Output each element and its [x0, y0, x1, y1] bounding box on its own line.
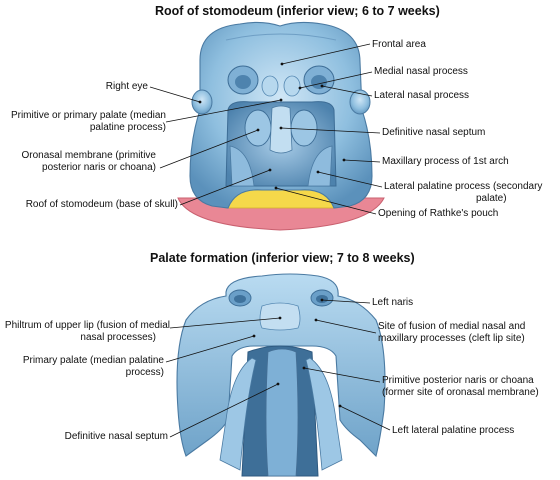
bottom-figure-title: Palate formation (inferior view; 7 to 8 …	[150, 251, 415, 265]
label-site-of-fusion-line1: Site of fusion of medial nasal and	[378, 321, 526, 332]
bottom-embryo-drawing	[176, 273, 386, 477]
label-posterior-naris-line2: (former site of oronasal membrane)	[382, 387, 539, 398]
label-philtrum-line2: nasal processes)	[80, 332, 156, 343]
label-roof-of-stomodeum: Roof of stomodeum (base of skull)	[25, 199, 178, 210]
label-primary-palate-line2: process)	[125, 367, 164, 378]
label-oronasal-membrane-line1: Oronasal membrane (primitive	[21, 150, 157, 161]
label-rathkes-pouch: Opening of Rathke's pouch	[378, 208, 499, 219]
top-figure-title: Roof of stomodeum (inferior view; 6 to 7…	[155, 4, 440, 18]
label-philtrum-line1: Philtrum of upper lip (fusion of medial	[4, 320, 170, 331]
label-lateral-palatine-line1: Lateral palatine process (secondary	[384, 181, 543, 192]
label-lateral-nasal-process: Lateral nasal process	[374, 90, 470, 101]
label-oronasal-membrane-line2: posterior naris or choana)	[42, 162, 156, 173]
top-embryo-drawing	[177, 21, 385, 231]
label-site-of-fusion-line2: maxillary processes (cleft lip site)	[378, 333, 525, 344]
label-lateral-palatine-line2: palate)	[476, 193, 507, 204]
label-maxillary-process: Maxillary process of 1st arch	[382, 156, 509, 167]
leader-lines	[149, 43, 391, 438]
label-definitive-nasal-septum-top: Definitive nasal septum	[382, 127, 486, 138]
right-eye-bulge	[191, 89, 213, 115]
label-left-lateral-palatine: Left lateral palatine process	[392, 425, 515, 436]
label-right-eye: Right eye	[105, 81, 148, 92]
label-posterior-naris-line1: Primitive posterior naris or choana	[382, 375, 534, 386]
bottom-head-mass	[176, 273, 386, 458]
label-left-naris: Left naris	[372, 297, 414, 308]
label-frontal-area: Frontal area	[372, 39, 426, 50]
label-medial-nasal-process: Medial nasal process	[374, 66, 468, 77]
label-definitive-nasal-septum-bottom: Definitive nasal septum	[64, 431, 168, 442]
label-primitive-palate-line1: Primitive or primary palate (median	[10, 110, 166, 121]
label-primitive-palate-line2: palatine process)	[89, 122, 166, 133]
label-primary-palate-line1: Primary palate (median palatine	[22, 355, 164, 366]
